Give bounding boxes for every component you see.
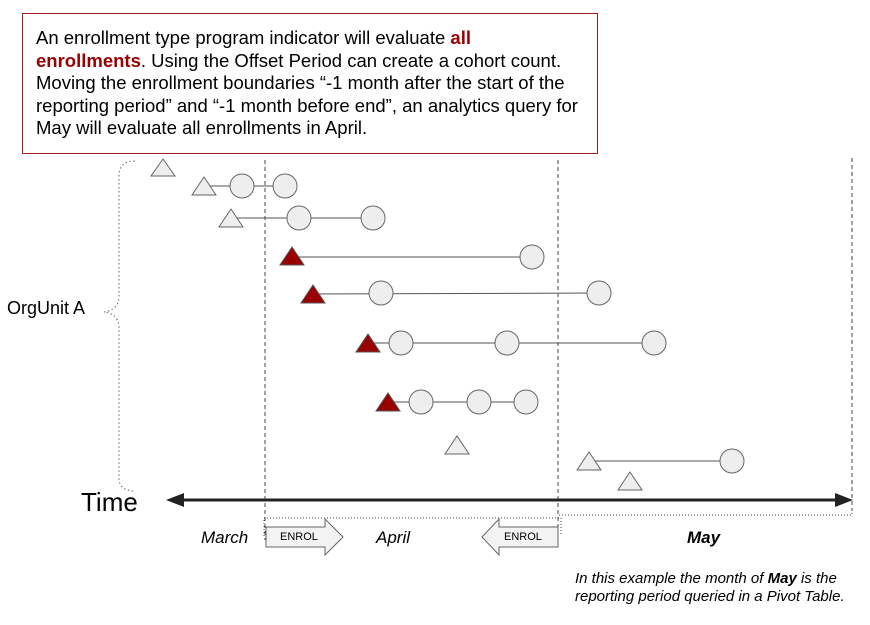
enrollment-triangle-icon [576, 451, 602, 471]
timeline-row [150, 158, 176, 177]
explanation-callout: An enrollment type program indicator wil… [22, 13, 598, 154]
event-circle-icon [360, 205, 386, 231]
timeline-row [300, 280, 612, 306]
enrollment-triangle-icon [150, 158, 176, 177]
event-circle-icon [519, 244, 545, 270]
enrollment-triangle-icon [191, 176, 217, 196]
time-axis-label: Time [81, 487, 138, 517]
event-circle-icon [368, 280, 394, 306]
note-month-bold: May [767, 570, 797, 587]
callout-text-start: An enrollment type program indicator wil… [36, 27, 451, 48]
month-label-may: May [687, 528, 721, 547]
event-circle-icon [641, 330, 667, 356]
enrol-right-label: ENROL [280, 531, 318, 543]
enrollment-triangle-icon [444, 435, 470, 455]
timeline-row [444, 435, 470, 455]
enrol-left-arrow [481, 517, 559, 557]
event-circle-icon [272, 173, 298, 199]
event-circle-icon [494, 330, 520, 356]
orgunit-label: OrgUnit A [7, 298, 86, 318]
orgunit-brace [103, 160, 136, 492]
event-circle-icon [586, 280, 612, 306]
note-text-start: In this example the month of [575, 570, 768, 587]
timeline-row [375, 389, 539, 415]
enrollment-triangle-icon [218, 208, 244, 228]
callout-text-end: . Using the Offset Period can create a c… [36, 49, 578, 139]
event-circle-icon [408, 389, 434, 415]
enrollment-triangle-icon [617, 471, 643, 491]
time-axis [166, 493, 853, 507]
time-axis-right-arrowhead [835, 493, 853, 507]
timeline-row [355, 330, 667, 356]
month-label-march: March [201, 528, 249, 547]
enrol-right-arrow [265, 517, 344, 557]
time-axis-left-arrowhead [166, 493, 184, 507]
enrollment-triangle-icon [279, 246, 305, 266]
note-text-end: is the reporting period queried in a Piv… [575, 570, 845, 605]
timeline-row [576, 448, 745, 474]
enrollment-triangle-icon [355, 333, 381, 353]
event-circle-icon [719, 448, 745, 474]
enrollment-triangle-icon [300, 284, 326, 304]
timeline-row [279, 244, 545, 270]
enrollment-span-line [312, 292, 600, 295]
event-circle-icon [286, 205, 312, 231]
timeline-row [617, 471, 643, 491]
event-circle-icon [466, 389, 492, 415]
event-circle-icon [513, 389, 539, 415]
timeline-row [218, 205, 386, 231]
enrollment-triangle-icon [375, 392, 401, 412]
offset-window-may [559, 508, 853, 516]
callout-highlight: all enrollments [36, 27, 471, 71]
event-circle-icon [229, 173, 255, 199]
offset-window-april [263, 517, 562, 536]
timeline-row [191, 173, 298, 199]
month-label-april: April [376, 528, 411, 547]
event-circle-icon [388, 330, 414, 356]
enrol-left-label: ENROL [504, 531, 542, 543]
reporting-period-note: In this example the month of May is the … [575, 570, 865, 606]
